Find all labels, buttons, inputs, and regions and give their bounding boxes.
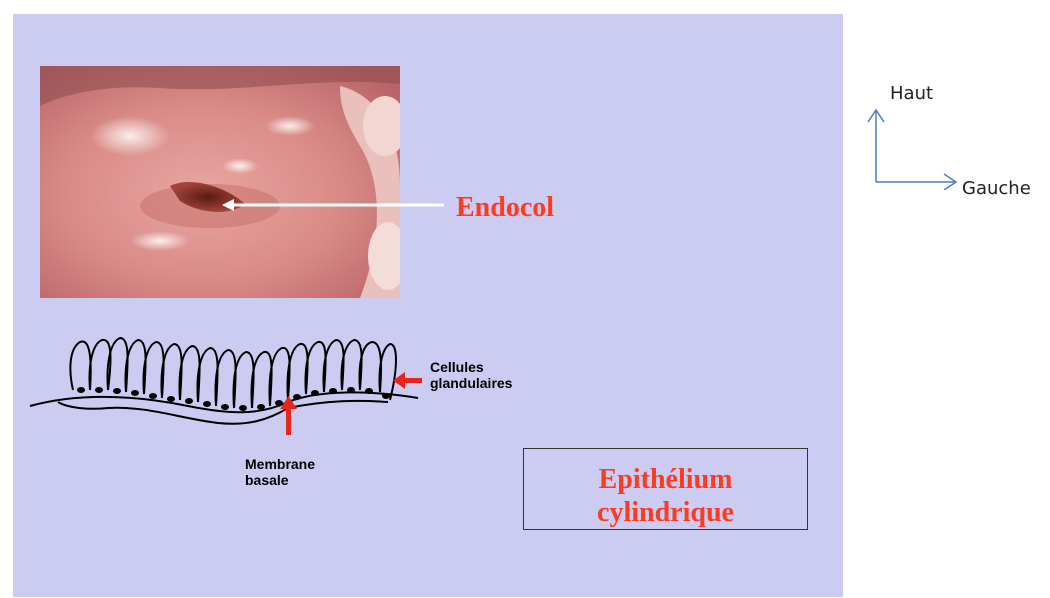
- epithelium-box: Epithélium cylindrique: [523, 448, 808, 530]
- arrow-to-cells: [393, 372, 422, 389]
- cellules-glandulaires-label: Cellules glandulaires: [430, 359, 512, 391]
- membrane-basale-label: Membrane basale: [245, 456, 315, 488]
- compass-up-label: Haut: [890, 83, 933, 104]
- arrow-to-membrane: [280, 396, 297, 435]
- epithelium-label: Epithélium cylindrique: [524, 463, 807, 529]
- compass-right-label: Gauche: [962, 178, 1031, 199]
